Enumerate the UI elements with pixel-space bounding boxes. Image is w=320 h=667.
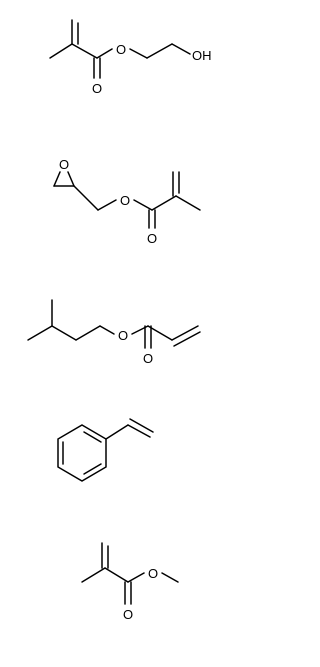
structure-canvas: O O OH O O O <box>27 19 212 622</box>
bond-c-o <box>99 325 115 335</box>
bond-vinyl-double-a <box>127 424 151 438</box>
atom-carbonyl-oxygen: O <box>92 81 102 96</box>
molecule-methyl-methacrylate: O O <box>81 542 179 622</box>
bond-vinyl-double-b <box>173 331 201 347</box>
bond-epoxide-left <box>53 171 61 187</box>
bond-ch2-c <box>75 325 101 341</box>
bond-ring-double-1 <box>83 431 102 443</box>
molecule-styrene <box>57 418 154 482</box>
bond-o-ch2 <box>129 48 148 59</box>
atom-hydroxyl: OH <box>192 48 212 63</box>
molecule-hydroxyethyl-methacrylate: O O OH <box>49 19 212 96</box>
atom-carbonyl-oxygen: O <box>123 607 133 622</box>
chemical-structures-svg: O O OH O O O <box>27 19 212 622</box>
bond-methyl-left <box>27 325 53 341</box>
benzene-ring <box>57 424 107 482</box>
bond-methyl <box>175 195 201 211</box>
bond-methyl <box>49 43 73 59</box>
bond-carbonyl-alpha <box>151 195 177 211</box>
molecule-glycidyl-methacrylate: O O O <box>53 157 201 246</box>
bond-alpha-carbonyl <box>104 567 129 583</box>
bond-ch-ch2 <box>51 325 77 341</box>
atom-ester-oxygen: O <box>116 42 126 57</box>
atom-carbonyl-oxygen: O <box>147 231 157 246</box>
bond-alpha-carbonyl <box>71 43 98 59</box>
bond-ester-c-o <box>96 48 113 59</box>
bond-epoxide-right <box>67 171 75 187</box>
atom-ester-oxygen: O <box>120 193 130 208</box>
bond-alpha-methyl <box>81 567 106 583</box>
bond-vinyl-double-a <box>171 325 199 341</box>
bond-ester-c-o <box>127 572 145 583</box>
bond-ch2-oh <box>171 43 191 55</box>
bond-vinyl-double-b <box>129 418 154 433</box>
bond-ch2-o <box>97 199 117 211</box>
bond-ch2-ch2 <box>146 43 173 59</box>
bond-ring-vinyl <box>105 424 129 440</box>
atom-ester-oxygen: O <box>118 328 128 343</box>
bond-ring-ch2 <box>73 185 99 211</box>
atom-ester-oxygen: O <box>148 566 158 581</box>
atom-epoxide-oxygen: O <box>59 157 69 172</box>
molecule-isobutyl-acrylate: O O <box>27 299 201 366</box>
bond-carbonyl-vinyl <box>147 325 173 341</box>
bond-o-carbonyl <box>133 199 153 211</box>
bond-o-methyl <box>161 572 179 583</box>
bond-ring-double-2 <box>83 463 102 475</box>
atom-carbonyl-oxygen: O <box>143 351 153 366</box>
